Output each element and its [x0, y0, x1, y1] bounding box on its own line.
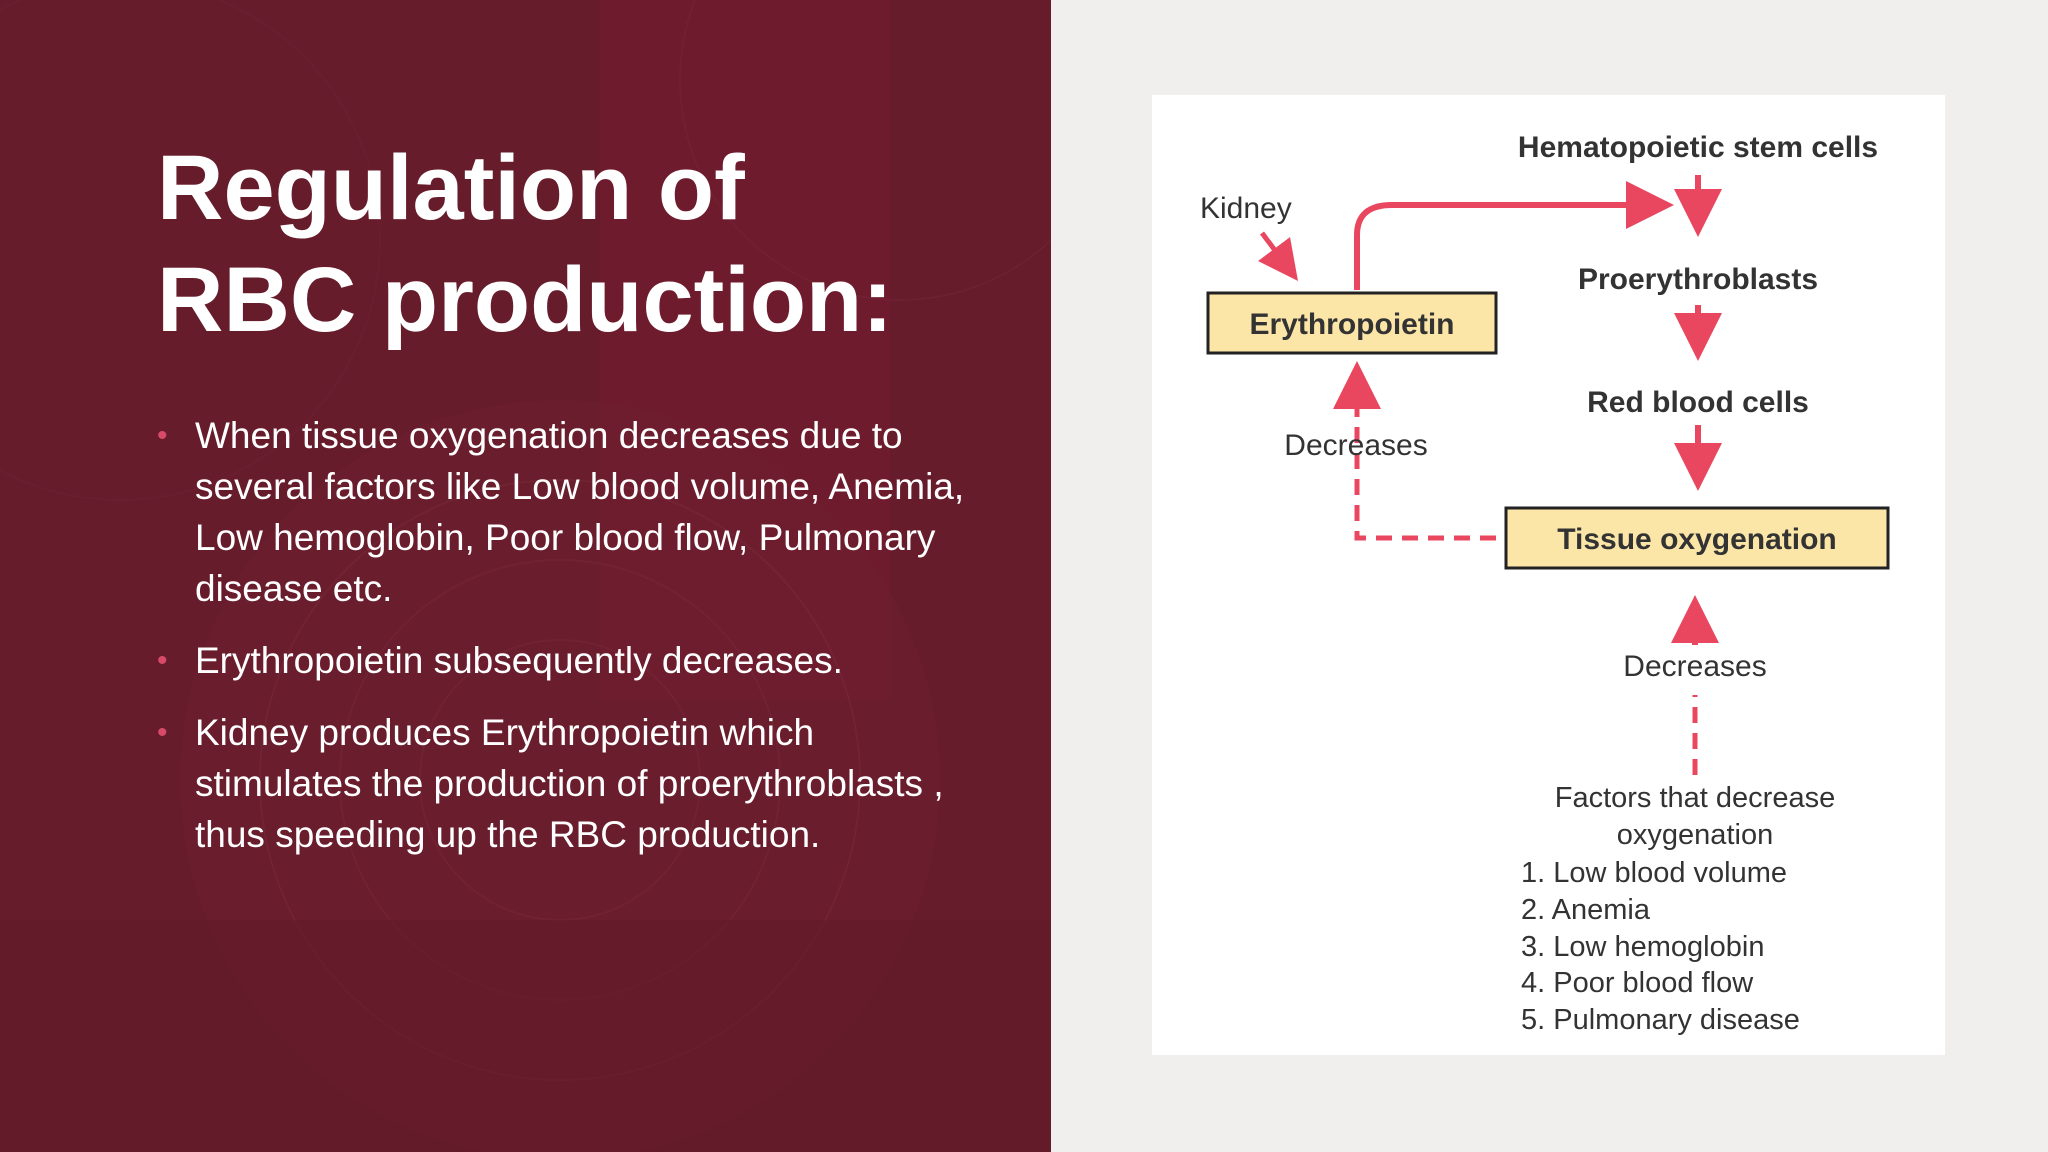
- proerythroblasts-label: Proerythroblasts: [1578, 263, 1818, 296]
- red-blood-cells-label: Red blood cells: [1587, 386, 1809, 419]
- bullet-text: Kidney produces Erythropoietin which sti…: [195, 712, 944, 855]
- tissue-oxygenation-label: Tissue oxygenation: [1557, 523, 1837, 556]
- bullet-item: • When tissue oxygenation decreases due …: [157, 410, 987, 614]
- decreases-left-label: Decreases: [1284, 429, 1427, 462]
- decreases-right-label: Decreases: [1623, 650, 1766, 683]
- bullet-text: Erythropoietin subsequently decreases.: [195, 640, 843, 681]
- factor-item: 5. Pulmonary disease: [1521, 1004, 1800, 1036]
- erythropoietin-label: Erythropoietin: [1249, 308, 1454, 341]
- erythropoietin-box: [1206, 291, 1498, 355]
- erythropoietin-to-stem-cells-arrow: [1354, 181, 1674, 290]
- bullet-text: When tissue oxygenation decreases due to…: [195, 415, 965, 609]
- kidney-label: Kidney: [1200, 192, 1292, 225]
- title-line-1: Regulation of: [157, 137, 745, 239]
- rbc-regulation-diagram: Hematopoietic stem cells Kidney Erythrop…: [1200, 131, 1890, 1036]
- factor-item: 1. Low blood volume: [1521, 857, 1787, 889]
- bullet-list: • When tissue oxygenation decreases due …: [157, 410, 987, 881]
- bullet-dot-icon: •: [157, 644, 168, 677]
- diagram-card: Hematopoietic stem cells Kidney Erythrop…: [1152, 95, 1945, 1055]
- hematopoietic-label: Hematopoietic stem cells: [1518, 131, 1878, 164]
- factor-item: 4. Poor blood flow: [1521, 967, 1754, 999]
- factors-title-line-2: oxygenation: [1617, 819, 1773, 851]
- bullet-dot-icon: •: [157, 419, 168, 452]
- title-line-2: RBC production:: [157, 249, 893, 351]
- left-panel: Regulation of RBC production: • When tis…: [0, 0, 1051, 1152]
- tissue-oxygenation-box: [1504, 506, 1890, 570]
- bullet-item: • Erythropoietin subsequently decreases.: [157, 635, 987, 686]
- factor-item: 2. Anemia: [1521, 894, 1651, 926]
- oxygenation-to-erythropoietin-dashed-arrow: [1354, 395, 1496, 541]
- bullet-item: • Kidney produces Erythropoietin which s…: [157, 707, 987, 860]
- background-decoration: [0, 0, 1051, 1152]
- page-title: Regulation of RBC production:: [157, 132, 1037, 356]
- kidney-arrow: [1258, 231, 1298, 281]
- factor-item: 3. Low hemoglobin: [1521, 931, 1764, 963]
- bullet-dot-icon: •: [157, 716, 168, 749]
- factors-title-line-1: Factors that decrease: [1555, 782, 1835, 814]
